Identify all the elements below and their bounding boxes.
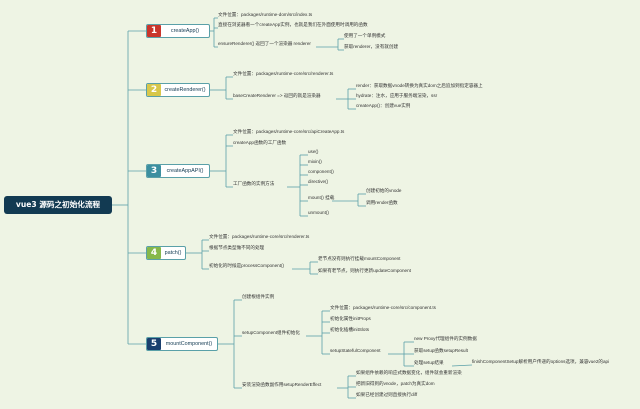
node-b3-create-vnode[interactable]: 创建初始的vnode bbox=[366, 188, 402, 193]
node-b5-file[interactable]: 文件位置：packages/runtime-core/src/component… bbox=[330, 305, 436, 310]
node-b4-by-type[interactable]: 根据节点类型做不同的处理 bbox=[209, 245, 265, 250]
node-b2-base[interactable]: baseCreateRenderer => 返回的就是渲染器 bbox=[233, 93, 321, 98]
node-b3-factory[interactable]: createApp函数的工厂函数 bbox=[233, 140, 287, 145]
node-b5-get-setup[interactable]: 获取setup函数setupResult bbox=[414, 348, 468, 353]
branch-label: mountComponent() bbox=[165, 341, 213, 347]
branch-create-renderer[interactable]: 2 createRenderer() bbox=[146, 83, 210, 97]
node-b3-file[interactable]: 文件位置：packages/runtime-core/src/apiCreate… bbox=[233, 129, 345, 134]
node-b2-hydrate[interactable]: hydrate：注水，应用于服务端渲染，ssr bbox=[356, 93, 438, 98]
root-node[interactable]: vue3 源码之初始化流程 bbox=[4, 196, 112, 214]
node-b5-setup-component[interactable]: setupComponent组件初始化 bbox=[242, 330, 300, 335]
node-b1-ensure[interactable]: ensureRenderer() 返回了一个渲染器 renderer bbox=[218, 41, 311, 46]
branch-number-badge: 4 bbox=[147, 247, 161, 259]
node-b5-effect-2[interactable]: 把新旧得到的vnode，patch为真实dom bbox=[356, 381, 435, 386]
branch-create-app[interactable]: 1 createApp() bbox=[146, 24, 210, 38]
node-b3-methods[interactable]: 工厂函数的实例方法 bbox=[233, 181, 275, 186]
node-b2-render[interactable]: render：获取数据vnode转换为真实dom之后追加到指定容器上 bbox=[356, 83, 483, 88]
node-b3-directive[interactable]: directive() bbox=[308, 179, 329, 184]
node-b4-init-process[interactable]: 初始化的时候是processComponent() bbox=[209, 263, 285, 268]
branch-number-badge: 2 bbox=[147, 84, 161, 96]
branch-mount-component[interactable]: 5 mountComponent() bbox=[146, 337, 218, 351]
node-b2-file[interactable]: 文件位置：packages/runtime-core/src/renderer.… bbox=[233, 71, 334, 76]
node-b4-file[interactable]: 文件位置：packages/runtime-core/src/renderer.… bbox=[209, 234, 310, 239]
node-b5-setup-render-effect[interactable]: 安装渲染函数副作用setupRenderEffect bbox=[242, 382, 322, 387]
node-b4-old-exists[interactable]: 如果有老节点，则执行更新updateComponent bbox=[318, 268, 411, 273]
node-b1-note[interactable]: 直接在浏览器看一个createApp实例，也就是我们在外面使用时调用的函数 bbox=[218, 22, 368, 27]
branch-label: createAppAPI() bbox=[166, 168, 204, 174]
node-b2-create-app[interactable]: createApp()：创建vue实例 bbox=[356, 103, 411, 108]
node-b5-init-slots[interactable]: 初始化插槽initSlots bbox=[330, 327, 370, 332]
branch-number-badge: 5 bbox=[147, 338, 161, 350]
node-b1-singleton[interactable]: 使用了一个单例模式 bbox=[344, 33, 386, 38]
node-b5-setup-stateful[interactable]: setupStatefulComponent bbox=[330, 348, 381, 353]
node-b3-mixin[interactable]: mixin() bbox=[308, 159, 322, 164]
node-b5-create-instance[interactable]: 创建根组件实例 bbox=[242, 294, 275, 299]
node-b1-file[interactable]: 文件位置：packages/runtime-dom/src/index.ts bbox=[218, 12, 313, 17]
node-b5-effect-1[interactable]: 如果组件依赖的响应式数据变化，组件就会重新渲染 bbox=[356, 370, 462, 375]
node-b3-unmount[interactable]: unmount() bbox=[308, 210, 329, 215]
branch-number-badge: 3 bbox=[147, 165, 161, 177]
node-b4-old-none[interactable]: 老节点没有则执行挂载mountComponent bbox=[318, 256, 401, 261]
node-b5-init-props[interactable]: 初始化属性initProps bbox=[330, 316, 371, 321]
connector-line bbox=[451, 364, 473, 367]
node-b5-new-proxy[interactable]: new Proxy代理组件的实例数据 bbox=[414, 336, 477, 341]
branch-label: createApp() bbox=[170, 28, 200, 34]
node-b3-call-render[interactable]: 调用render函数 bbox=[366, 200, 398, 205]
node-b3-mount[interactable]: mount() 挂载 bbox=[308, 195, 335, 200]
branch-label: patch() bbox=[164, 250, 182, 256]
branch-number-badge: 1 bbox=[147, 25, 161, 37]
branch-create-app-api[interactable]: 3 createAppAPI() bbox=[146, 164, 210, 178]
node-b3-component[interactable]: component() bbox=[308, 169, 334, 174]
branch-patch[interactable]: 4 patch() bbox=[146, 246, 186, 260]
node-b1-get-renderer[interactable]: 获取renderer，没有就创建 bbox=[344, 44, 399, 49]
node-b3-use[interactable]: use() bbox=[308, 149, 319, 154]
node-b5-effect-3[interactable]: 如果已经创建过则直接执行diff bbox=[356, 392, 418, 397]
node-b5-finish[interactable]: finishComponentSetup解析用户传递的options选项，兼容v… bbox=[472, 359, 610, 364]
node-b5-handle-setup[interactable]: 处理setup结果 bbox=[414, 360, 444, 365]
branch-label: createRenderer() bbox=[164, 87, 206, 93]
